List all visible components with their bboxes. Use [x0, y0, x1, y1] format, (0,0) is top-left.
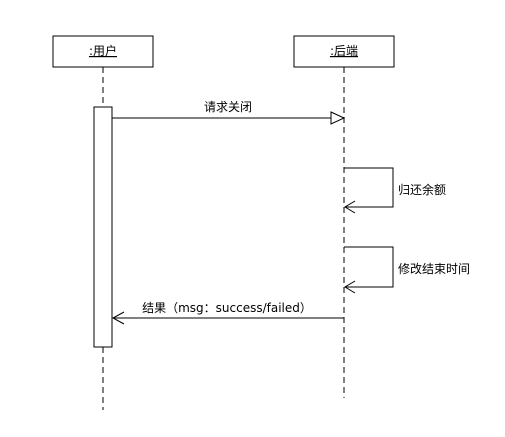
message-request-close-label: 请求关闭 [204, 100, 252, 114]
self-message-return-balance: 归还余额 [344, 167, 446, 214]
arrowhead-triangle-icon [330, 111, 346, 125]
message-result-label: 结果（msg：success/failed） [142, 301, 312, 315]
participant-user-label: :用户 [89, 43, 117, 58]
participant-backend: :后端 [293, 35, 395, 68]
self-message-modify-end-time: 修改结束时间 [344, 246, 470, 294]
self-message-modify-end-time-label: 修改结束时间 [398, 261, 470, 276]
message-result: 结果（msg：success/failed） [111, 301, 344, 325]
arrowhead-open-icon [344, 280, 356, 294]
message-request-close: 请求关闭 [112, 100, 346, 125]
activation-user [93, 106, 113, 348]
arrowhead-open-icon [344, 200, 356, 214]
participant-backend-label: :后端 [330, 44, 358, 58]
arrowhead-open-icon [111, 311, 125, 325]
self-message-return-balance-label: 归还余额 [398, 182, 446, 197]
participant-user: :用户 [52, 35, 154, 68]
